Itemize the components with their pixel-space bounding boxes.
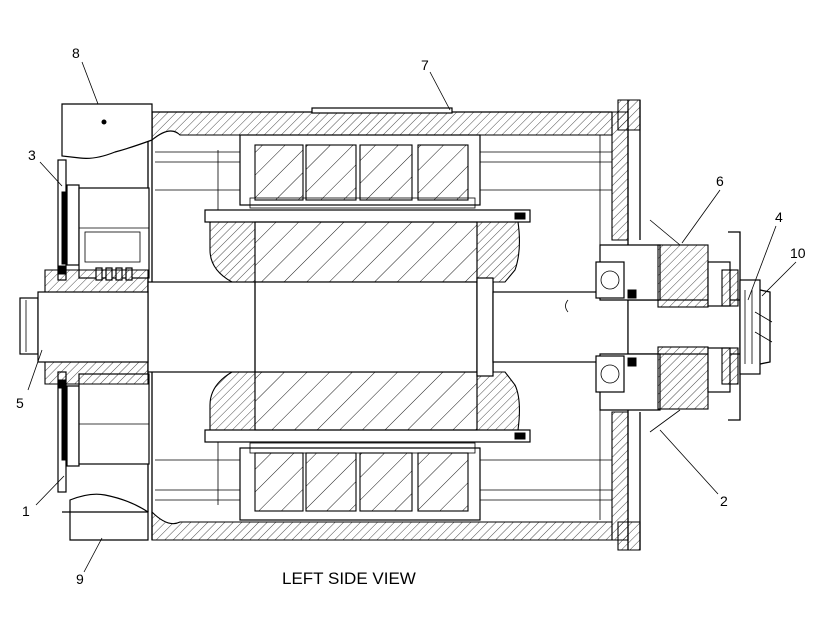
- stator-top: [239, 134, 481, 209]
- callout-4: 4: [775, 209, 783, 225]
- callout-leaders: [27, 61, 797, 573]
- callout-9: 9: [76, 571, 84, 587]
- callout-8: 8: [72, 45, 80, 61]
- stator-bottom: [239, 442, 481, 521]
- left-end-assembly: [19, 103, 153, 541]
- callout-2: 2: [720, 493, 728, 509]
- right-end-assembly: [595, 219, 773, 433]
- callout-5: 5: [16, 395, 24, 411]
- callout-7: 7: [421, 57, 429, 73]
- callout-10: 10: [790, 245, 806, 261]
- callout-1: 1: [22, 503, 30, 519]
- figure-title: LEFT SIDE VIEW: [282, 569, 416, 588]
- callout-labels: 8 7 3 6 4 10 5 1 2 9: [16, 45, 806, 587]
- shaft: [147, 277, 749, 377]
- rotor: [204, 209, 531, 443]
- callout-3: 3: [28, 147, 36, 163]
- callout-6: 6: [716, 173, 724, 189]
